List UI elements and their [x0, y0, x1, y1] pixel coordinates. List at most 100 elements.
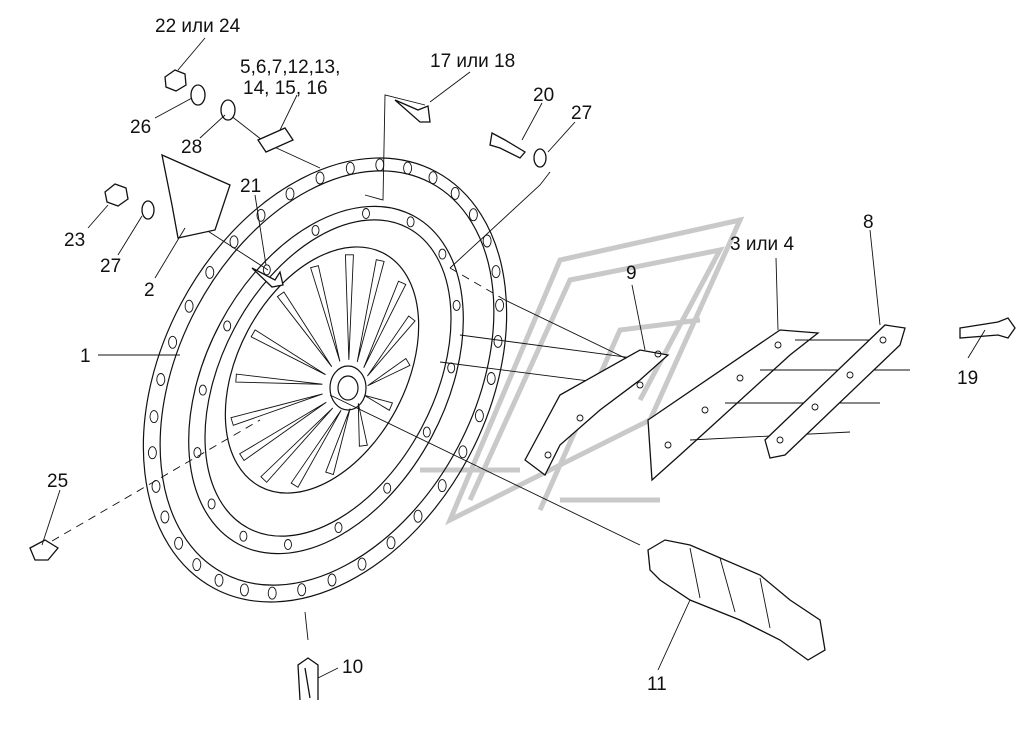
hub-hole — [193, 447, 202, 459]
clutch-disc — [142, 157, 508, 603]
hub-hole — [422, 426, 431, 438]
label-20: 20 — [533, 85, 554, 106]
label-9: 9 — [626, 263, 637, 284]
spring-spoke — [239, 401, 327, 462]
disc-hole — [315, 171, 325, 185]
disc-hole — [184, 299, 194, 313]
disc-hole — [491, 265, 501, 279]
washer-27-right — [533, 148, 547, 168]
hub-hole — [198, 384, 207, 396]
disc-hole — [357, 557, 367, 571]
disc-hole — [468, 208, 478, 222]
label-5-16-line1: 5,6,7,12,13, — [240, 57, 340, 78]
hub-hole — [223, 320, 232, 332]
spring-spoke — [364, 394, 394, 411]
disc-hole — [495, 298, 505, 312]
hub-hole — [239, 530, 248, 542]
bracket-9 — [524, 349, 670, 476]
hub-hole — [447, 362, 456, 374]
disc-hole — [482, 234, 492, 248]
label-1: 1 — [80, 346, 91, 367]
label-11: 11 — [647, 674, 667, 695]
guide-lines — [39, 94, 651, 641]
disc-hole — [375, 158, 385, 172]
screw-17-18 — [394, 99, 431, 123]
hub-hole — [284, 539, 292, 550]
bolt-21 — [251, 267, 284, 288]
label-26: 26 — [130, 117, 151, 138]
disc-hole — [450, 186, 460, 200]
label-3-4: 3 или 4 — [730, 234, 794, 255]
blade-8 — [764, 324, 906, 459]
nut-22-24 — [164, 69, 187, 92]
leader-lines — [41, 37, 986, 679]
spring-spoke — [344, 254, 354, 360]
disc-hole — [345, 161, 355, 175]
disc-hole — [437, 479, 447, 493]
label-17-18: 17 или 18 — [430, 51, 515, 72]
disc-hole — [386, 536, 396, 550]
disc-hole — [214, 573, 224, 587]
disc-hole — [239, 583, 249, 597]
disc-hole — [160, 510, 170, 524]
disc-hole — [151, 479, 161, 493]
clip-10 — [297, 657, 319, 701]
disc-hole — [256, 208, 266, 222]
disc-hole — [168, 335, 178, 349]
spring-spoke — [290, 409, 342, 488]
disc-hole — [285, 187, 295, 201]
disc-hole — [267, 586, 277, 600]
spring-spoke — [366, 315, 416, 377]
spring-spoke — [310, 265, 341, 362]
hub-hole — [406, 216, 415, 228]
spring-spoke — [367, 357, 411, 387]
label-22-24: 22 или 24 — [155, 16, 241, 37]
spring-spoke — [235, 373, 323, 385]
label-27-right: 27 — [571, 103, 592, 124]
hardware — [29, 69, 547, 701]
spring-spoke — [276, 291, 333, 367]
spring-spoke — [357, 403, 368, 447]
label-23: 23 — [64, 230, 85, 251]
washer-27-left — [141, 200, 155, 220]
disc-hole — [493, 334, 503, 348]
label-8: 8 — [863, 212, 874, 233]
disc-hole — [327, 573, 337, 587]
disc-hole — [474, 409, 484, 423]
label-19: 19 — [957, 368, 978, 389]
label-2: 2 — [144, 280, 155, 301]
bolt-25 — [29, 539, 59, 561]
hub-hole — [452, 299, 461, 311]
bracket-2 — [161, 153, 231, 239]
disc-hole — [174, 536, 184, 550]
hub-hole — [334, 522, 343, 534]
label-10: 10 — [342, 657, 363, 678]
hub-hole — [438, 248, 447, 260]
bolt-19 — [959, 317, 1016, 339]
disc-hole — [403, 161, 413, 175]
hub-hole — [262, 264, 271, 276]
plate-5-16 — [257, 127, 294, 153]
disc-hole — [428, 171, 438, 185]
disc-hole — [192, 558, 202, 572]
label-25: 25 — [47, 471, 68, 492]
shaft-11 — [647, 539, 826, 661]
label-28: 28 — [181, 137, 202, 158]
disc-hole — [149, 410, 159, 424]
spring-spoke — [356, 259, 385, 363]
washer-26 — [190, 84, 206, 106]
disc-hole — [205, 265, 215, 279]
spring-spoke — [325, 408, 351, 476]
blade-3-4 — [647, 329, 910, 482]
disc-hole — [156, 373, 166, 386]
bolt-20 — [489, 131, 526, 159]
hub-hole — [207, 498, 216, 510]
hub-hole — [362, 208, 370, 219]
spring-spoke — [230, 393, 323, 426]
label-5-16-line2: 14, 15, 16 — [243, 78, 328, 99]
watermark — [420, 216, 745, 526]
disc-hole — [297, 583, 307, 597]
nut-23 — [104, 183, 129, 207]
hub-hole — [383, 482, 392, 494]
